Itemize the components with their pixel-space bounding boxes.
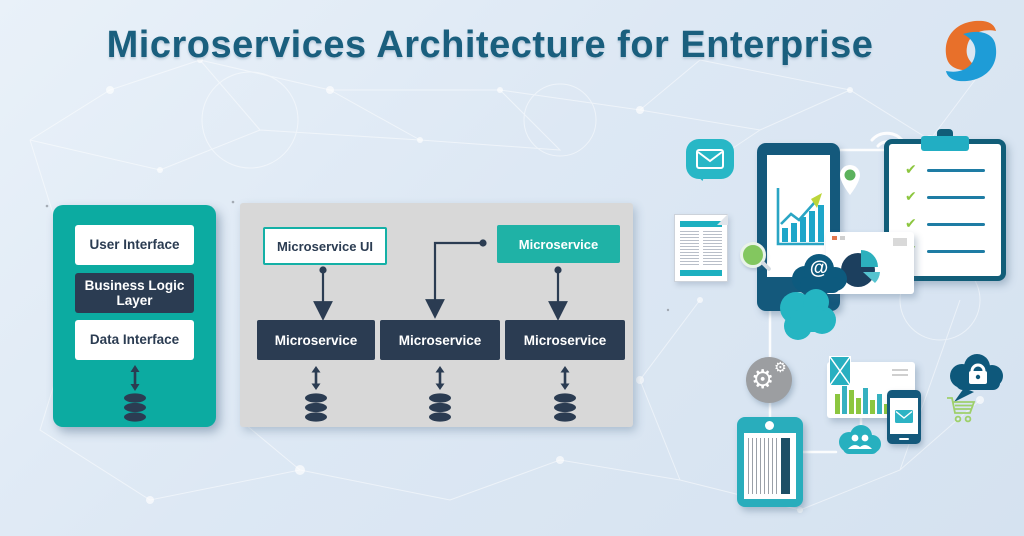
microservices-panel: Microservice UI Microservice Microservic… <box>240 203 633 427</box>
email-message-bubble-icon <box>686 139 734 179</box>
node-label: Microservice <box>523 332 607 348</box>
document-footer-bar <box>680 270 722 276</box>
node-label: Microservice <box>398 332 482 348</box>
checklist-item: ✔ <box>905 216 985 232</box>
bar-chart-icon <box>835 384 889 414</box>
users-cloud-icon <box>839 425 881 454</box>
cloud-icon <box>780 289 836 340</box>
pie-chart-icon <box>841 250 880 287</box>
checklist-clipboard-icon: ✔ ✔ ✔ ✔ <box>884 129 1006 281</box>
gear-icon: ⚙ <box>774 360 787 376</box>
location-pin-icon <box>840 165 860 195</box>
phone-home-button <box>899 438 909 440</box>
double-arrow-icon <box>560 366 570 390</box>
envelope-badge-icon <box>829 356 851 386</box>
barcode-thick-bar <box>781 438 790 494</box>
document-header-bar <box>680 221 722 227</box>
node-microservice-1: Microservice <box>257 320 375 360</box>
clipboard-clip <box>921 136 969 151</box>
checklist-text-line <box>926 195 985 199</box>
growth-chart-icon <box>776 188 824 246</box>
cloud-shape <box>792 254 847 293</box>
gears-icon: ⚙ ⚙ <box>746 357 792 403</box>
barcode-screen <box>744 433 796 499</box>
node-microservice-ui: Microservice UI <box>263 227 387 265</box>
checklist-text-line <box>926 249 985 253</box>
shopping-cart-icon <box>947 397 976 423</box>
check-icon: ✔ <box>905 162 917 178</box>
barcode-device-icon <box>737 417 803 507</box>
layer-label: Business Logic Layer <box>84 277 185 308</box>
node-microservice-3: Microservice <box>505 320 625 360</box>
at-symbol: @ <box>809 258 829 279</box>
window-dot <box>832 236 837 240</box>
double-arrow-icon <box>435 366 445 390</box>
barcode-stripes <box>748 438 778 494</box>
node-label: Microservice <box>274 332 358 348</box>
document-icon <box>674 214 728 282</box>
search-magnifier-icon <box>740 242 766 268</box>
checklist-item: ✔ <box>905 162 985 178</box>
window-button <box>893 238 907 246</box>
email-cloud-icon: @ <box>786 250 852 296</box>
node-label: Microservice <box>518 236 599 252</box>
check-icon: ✔ <box>905 216 917 232</box>
document-text-column <box>680 231 699 267</box>
checklist-text-line <box>926 222 985 226</box>
monolith-panel: User Interface Business Logic Layer Data… <box>53 205 216 427</box>
checklist-item: ✔ <box>905 189 985 205</box>
layer-label: User Interface <box>89 237 180 253</box>
checklist-item: ✔ <box>905 243 985 259</box>
phone-screen <box>890 398 918 434</box>
envelope-icon <box>895 409 913 423</box>
gear-icon: ⚙ <box>751 365 775 395</box>
secure-cloud-bubble-icon <box>944 352 1008 404</box>
envelope-icon <box>696 149 724 169</box>
layer-business-logic: Business Logic Layer <box>75 273 194 313</box>
database-icon <box>429 393 451 422</box>
database-icon <box>305 393 327 422</box>
signity-logo-icon <box>945 20 997 82</box>
database-icon <box>554 393 576 422</box>
mail-smartphone-icon <box>887 390 921 444</box>
window-dot <box>840 236 845 240</box>
cloud-lock-shape <box>950 354 1003 402</box>
document-text-column <box>703 231 722 267</box>
double-arrow-icon <box>311 366 321 390</box>
check-icon: ✔ <box>905 189 917 205</box>
checklist-text-line <box>926 168 985 172</box>
double-arrow-icon <box>130 365 140 391</box>
envelope-fold-lines <box>829 356 851 386</box>
layer-user-interface: User Interface <box>75 225 194 265</box>
node-microservice-gateway: Microservice <box>497 225 620 263</box>
database-icon <box>124 393 146 422</box>
flow-arrows <box>313 239 568 321</box>
window-menu-lines <box>892 369 908 377</box>
layer-label: Data Interface <box>89 332 180 348</box>
page-title: Microservices Architecture for Enterpris… <box>106 24 874 66</box>
device-camera-dot <box>765 421 774 430</box>
node-label: Microservice UI <box>276 238 374 254</box>
node-microservice-2: Microservice <box>380 320 500 360</box>
layer-data-interface: Data Interface <box>75 320 194 360</box>
